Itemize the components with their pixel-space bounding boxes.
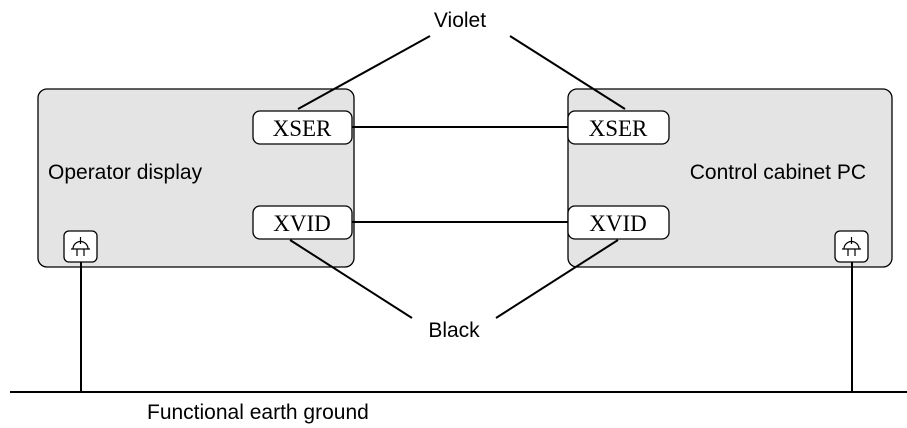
black-label: Black — [428, 319, 480, 342]
right-xser-port — [567, 110, 670, 145]
right-earth-ground-icon — [834, 230, 869, 263]
right-xser-label: XSER — [589, 116, 648, 141]
left-xvid-port — [252, 205, 353, 240]
control-cabinet-pc-label: Control cabinet PC — [690, 161, 866, 184]
black-leader-right — [495, 239, 619, 319]
operator-display-label: Operator display — [48, 161, 203, 184]
black-leader-left — [289, 239, 413, 319]
violet-leader-left — [297, 35, 431, 110]
left-xser-label: XSER — [273, 116, 332, 141]
right-xvid-port — [567, 205, 670, 240]
violet-label: Violet — [434, 9, 486, 32]
left-xser-port — [252, 110, 353, 145]
right-xvid-label: XVID — [589, 211, 647, 236]
left-xvid-label: XVID — [273, 211, 331, 236]
violet-leader-right — [509, 35, 626, 110]
ground-label: Functional earth ground — [147, 401, 369, 424]
left-earth-ground-icon — [63, 230, 98, 263]
